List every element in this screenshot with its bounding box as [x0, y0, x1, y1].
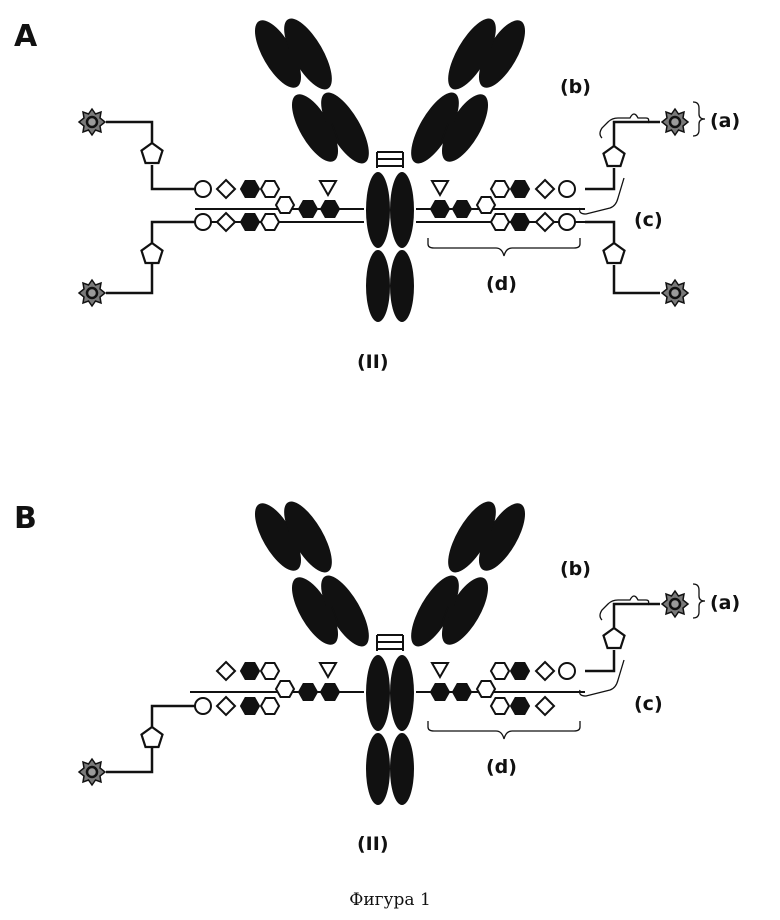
- figure-caption: Фигура 1: [349, 890, 431, 910]
- annotation-c: (c): [634, 209, 663, 231]
- payload-star-icon: [662, 280, 688, 306]
- payload-star-icon: [662, 591, 688, 617]
- panel-b: B: [14, 495, 740, 855]
- annotation-c: (c): [634, 693, 663, 715]
- annotation-d: (d): [486, 273, 517, 295]
- annotation-a: (a): [710, 592, 740, 614]
- payload-star-icon: [79, 280, 105, 306]
- annotation-d: (d): [486, 756, 517, 778]
- glycan-right-a: [431, 180, 575, 231]
- panel-a: A: [14, 12, 740, 373]
- panel-letter-a: A: [14, 19, 38, 54]
- linker-left-top-a: [79, 109, 195, 189]
- glycan-right-b: [431, 662, 575, 715]
- linker-right-top-a: [585, 109, 688, 189]
- payload-star-icon: [79, 759, 105, 785]
- compound-label-b: (II): [357, 833, 389, 855]
- annotation-b: (b): [560, 558, 591, 580]
- glycan-left-b: [195, 662, 339, 715]
- linker-left-b: [79, 706, 195, 785]
- annotation-b: (b): [560, 76, 591, 98]
- linker-right-bottom-a: [585, 222, 688, 306]
- linker-right-b: [585, 591, 688, 671]
- linker-left-bottom-a: [79, 222, 195, 306]
- payload-star-icon: [662, 109, 688, 135]
- compound-label-a: (II): [357, 351, 389, 373]
- payload-star-icon: [79, 109, 105, 135]
- panel-letter-b: B: [14, 501, 37, 536]
- glycan-left-a: [195, 180, 339, 231]
- annotation-a: (a): [710, 110, 740, 132]
